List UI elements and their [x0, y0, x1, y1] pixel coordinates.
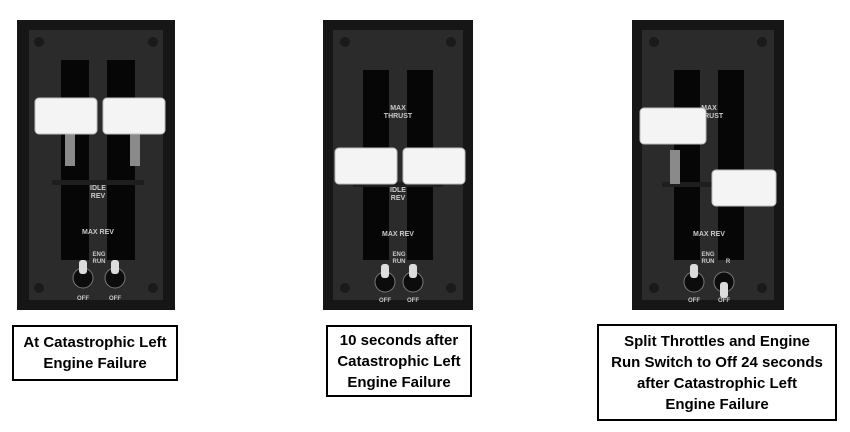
off-label: OFF: [688, 298, 700, 304]
eng-label: ENG: [92, 252, 105, 258]
left-lever-arm: [670, 150, 680, 184]
throttle-quadrant-diagram: MAX THRUST MAX REV ENG RUN R OFF OFF: [632, 20, 784, 310]
screw-icon: [649, 37, 659, 47]
idle-band: [353, 182, 443, 187]
off-label: OFF: [407, 298, 419, 304]
screw-icon: [340, 37, 350, 47]
idle-label: IDLE: [390, 187, 406, 194]
right-throttle-lever[interactable]: [402, 147, 466, 185]
off-label: OFF: [379, 298, 391, 304]
max-rev-label: MAX REV: [82, 229, 114, 236]
screw-icon: [34, 37, 44, 47]
r-label: R: [726, 259, 731, 265]
left-switch-toggle: [690, 264, 698, 278]
max-rev-label: MAX REV: [693, 231, 725, 238]
screw-icon: [757, 37, 767, 47]
off-label: OFF: [109, 296, 121, 302]
max-rev-label: MAX REV: [382, 231, 414, 238]
screw-icon: [446, 283, 456, 293]
run-label: RUN: [702, 259, 715, 265]
left-lever-arm: [65, 130, 75, 166]
panel-face: [29, 30, 163, 300]
left-switch-toggle: [79, 260, 87, 274]
right-lever-arm: [130, 130, 140, 166]
screw-icon: [446, 37, 456, 47]
left-throttle-lever[interactable]: [34, 97, 98, 135]
screw-icon: [148, 37, 158, 47]
left-throttle-lever[interactable]: [639, 107, 707, 145]
max-label: MAX: [390, 105, 406, 112]
caption-panel-2: 10 seconds after Catastrophic Left Engin…: [326, 325, 472, 397]
screw-icon: [148, 283, 158, 293]
off-label: OFF: [77, 296, 89, 302]
throttle-panel-2: MAX THRUST IDLE REV MAX REV ENG RUN OFF …: [323, 20, 473, 310]
right-throttle-lever[interactable]: [102, 97, 166, 135]
caption-panel-1: At Catastrophic Left Engine Failure: [12, 325, 178, 381]
panel-face: [642, 30, 774, 300]
thrust-label: THRUST: [384, 113, 413, 120]
screw-icon: [34, 283, 44, 293]
thrust-label: THRUST: [695, 113, 724, 120]
throttle-quadrant-diagram: MAX THRUST IDLE REV MAX REV ENG RUN OFF …: [323, 20, 473, 310]
idle-label: IDLE: [90, 185, 106, 192]
right-throttle-lever[interactable]: [711, 169, 777, 207]
rev-label: REV: [91, 193, 106, 200]
run-label: RUN: [93, 259, 106, 265]
throttle-quadrant-diagram: IDLE REV MAX REV ENG RUN OFF OFF: [17, 20, 175, 310]
rev-label: REV: [391, 195, 406, 202]
throttle-panel-1: IDLE REV MAX REV ENG RUN OFF OFF: [17, 20, 175, 310]
left-throttle-lever[interactable]: [334, 147, 398, 185]
right-lever-slot: [718, 70, 744, 260]
run-label: RUN: [393, 259, 406, 265]
screw-icon: [340, 283, 350, 293]
eng-label: ENG: [701, 252, 714, 258]
throttle-panel-3: MAX THRUST MAX REV ENG RUN R OFF OFF: [632, 20, 784, 310]
right-switch-toggle-off: [720, 282, 728, 298]
off-label: OFF: [718, 298, 730, 304]
idle-band: [52, 180, 144, 185]
eng-label: ENG: [392, 252, 405, 258]
caption-panel-3: Split Throttles and Engine Run Switch to…: [597, 324, 837, 421]
screw-icon: [757, 283, 767, 293]
screw-icon: [649, 283, 659, 293]
max-label: MAX: [701, 105, 717, 112]
left-switch-toggle: [381, 264, 389, 278]
right-switch-toggle: [111, 260, 119, 274]
idle-band: [662, 182, 754, 187]
right-switch-toggle: [409, 264, 417, 278]
